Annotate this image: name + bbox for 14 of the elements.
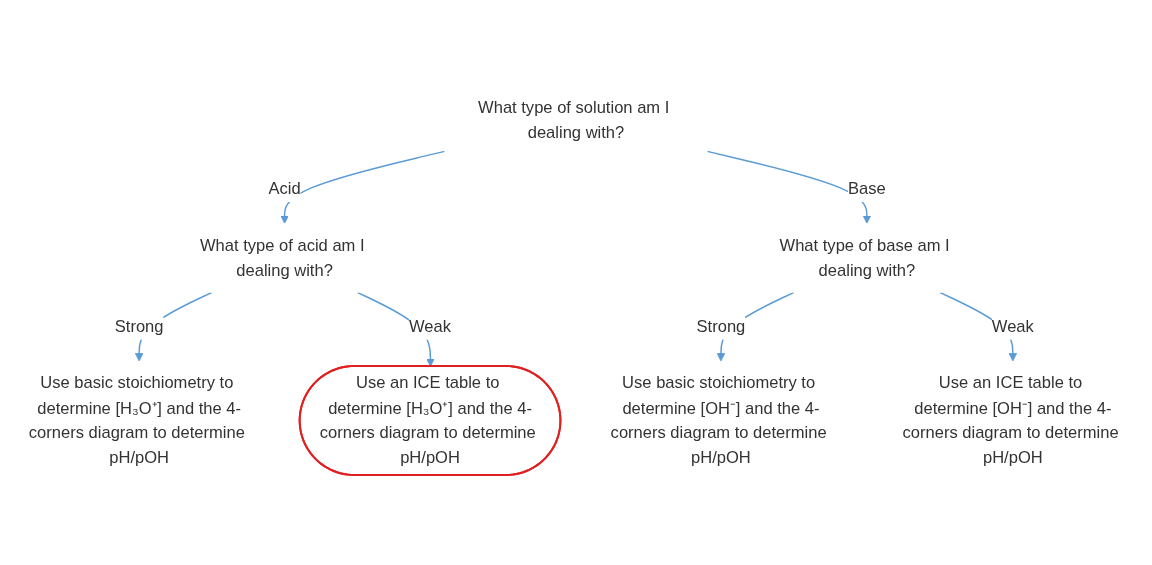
- node-text: Use basic stoichiometry to determine [OH⁻] and the 4-corners diagram to determine pH/pOH: [610, 373, 827, 467]
- node-text: What type of acid am I dealing with?: [200, 235, 365, 280]
- node-text: What type of solution am I dealing with?: [478, 98, 670, 142]
- edge-label: Base: [848, 179, 886, 198]
- node-text: Use an ICE table to determine [OH⁻] and the 4-corners diagram to determine pH/pOH: [902, 373, 1119, 467]
- edge-label: Acid: [268, 179, 301, 198]
- arrow: [280, 150, 446, 224]
- edge-label: Weak: [409, 317, 452, 336]
- node-text: Use basic stoichiometry to determine [H₃O⁺] and the 4-corners diagram to determine pH/pOH: [28, 373, 245, 467]
- node-text: What type of base am I dealing with?: [779, 235, 950, 280]
- edge-label: Strong: [114, 317, 164, 336]
- edge-label: Strong: [696, 317, 746, 336]
- arrow: [706, 150, 872, 224]
- edge-label: Weak: [991, 317, 1034, 336]
